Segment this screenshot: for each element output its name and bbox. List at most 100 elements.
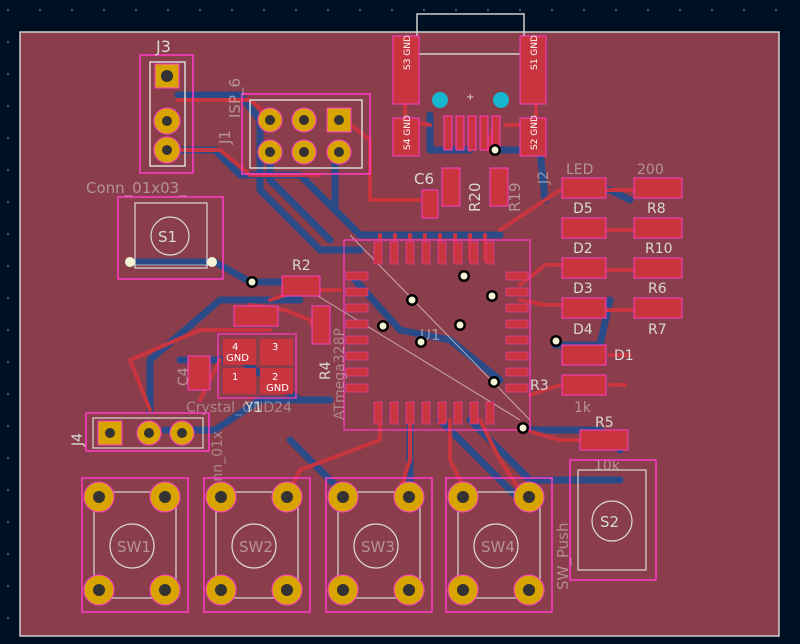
grid-dot — [615, 9, 617, 11]
u1-pad — [437, 401, 447, 425]
grid-dot — [743, 9, 745, 11]
y1-label: Y1 — [244, 400, 262, 416]
s1gnd-label: S1 GND — [530, 35, 540, 70]
switch-sw3[interactable]: SW3 — [325, 477, 433, 613]
u1-pad — [389, 241, 399, 265]
u1-pad — [373, 401, 383, 425]
u1-pad — [345, 351, 369, 361]
u1-pad — [505, 303, 529, 313]
led-resistor-array[interactable] — [561, 177, 683, 451]
u1-pad — [345, 335, 369, 345]
j3-connector[interactable] — [139, 54, 194, 174]
switch-sw2[interactable]: SW2 — [203, 477, 311, 613]
u1-pad — [345, 303, 369, 313]
crystal-label: Crystal_GND24 — [186, 400, 292, 416]
d4-label: D4 — [573, 322, 593, 338]
j4-connector[interactable] — [85, 412, 210, 452]
via — [379, 322, 387, 330]
sw4-label: SW4 — [481, 538, 515, 556]
r10-label: R10 — [645, 241, 673, 257]
grid-dot — [7, 265, 9, 267]
s3gnd-label: S3 GND — [403, 35, 413, 70]
s4gnd-label: S4 GND — [403, 115, 413, 150]
u1-pad — [405, 241, 415, 265]
pad2-label: 2 — [272, 372, 278, 383]
grid-dot — [455, 9, 457, 11]
via — [248, 278, 256, 286]
grid-dot — [7, 9, 9, 11]
r2-r4[interactable] — [233, 275, 331, 345]
s1-button[interactable] — [117, 196, 224, 280]
grid-dot — [7, 617, 9, 619]
grid-dot — [711, 9, 713, 11]
u1-pad — [485, 401, 495, 425]
grid-dot — [7, 585, 9, 587]
r20-label: R20 — [466, 182, 484, 212]
j1-isp-connector[interactable] — [241, 93, 371, 175]
u1-pad — [453, 401, 463, 425]
switch-sw1[interactable]: SW1 — [81, 477, 189, 613]
u1-name: ATmega328P — [332, 328, 348, 420]
r3-label: R3 — [530, 378, 549, 394]
c-left-label: C4 — [176, 367, 192, 386]
u1-mcu[interactable] — [343, 239, 531, 431]
j3-label: J3 — [155, 37, 171, 56]
gnd-pad4: GND — [226, 353, 249, 364]
via — [488, 292, 496, 300]
u1-pad — [505, 287, 529, 297]
j1-side-label: ISP_6 — [226, 78, 245, 118]
grid-dot — [71, 9, 73, 11]
c6-r20-r19-cluster[interactable] — [421, 167, 509, 219]
u1-pad — [345, 319, 369, 329]
via — [491, 146, 499, 154]
grid-dot — [231, 9, 233, 11]
u1-pad — [505, 367, 529, 377]
grid-dot — [7, 137, 9, 139]
grid-dot — [7, 553, 9, 555]
d1-label: D1 — [614, 348, 634, 364]
r200-label: 200 — [637, 162, 664, 178]
s2gnd-label: S2 GND — [530, 115, 540, 150]
grid-dot — [7, 73, 9, 75]
grid-dot — [103, 9, 105, 11]
j2-usb-connector[interactable] — [392, 35, 547, 157]
grid-dot — [775, 9, 777, 11]
u1-pad — [389, 401, 399, 425]
d3-label: D3 — [573, 281, 593, 297]
sw2-label: SW2 — [239, 538, 273, 556]
grid-dot — [7, 201, 9, 203]
usb-plus: + — [466, 92, 474, 103]
u1-pad — [345, 271, 369, 281]
grid-dot — [7, 169, 9, 171]
pad3-label: 3 — [272, 342, 278, 353]
grid-dot — [7, 329, 9, 331]
grid-dot — [7, 361, 9, 363]
grid-dot — [551, 9, 553, 11]
pad1-label: 1 — [232, 372, 238, 383]
r2-label: R2 — [292, 258, 311, 274]
via — [490, 378, 498, 386]
d2-label: D2 — [573, 241, 593, 257]
u1-pad — [421, 241, 431, 265]
y1-crystal[interactable] — [187, 333, 297, 399]
grid-dot — [167, 9, 169, 11]
grid-dot — [263, 9, 265, 11]
vias — [246, 144, 562, 434]
led-label: LED — [566, 162, 593, 178]
u1-pad — [505, 271, 529, 281]
via — [460, 272, 468, 280]
r-1k-label: 1k — [574, 400, 592, 416]
usb-connector-outline — [416, 13, 525, 55]
switch-sw4[interactable]: SW4 — [445, 477, 553, 613]
grid-dot — [7, 41, 9, 43]
grid-dot — [647, 9, 649, 11]
u1-pad — [405, 401, 415, 425]
tactile-switch-row[interactable]: SW1 SW2 SW3 SW4 — [81, 477, 553, 613]
s2-button[interactable] — [569, 459, 657, 581]
grid-dot — [135, 9, 137, 11]
r19-label: R19 — [506, 182, 524, 212]
u1-pad — [421, 401, 431, 425]
u1-pad — [373, 241, 383, 265]
u1-pad — [345, 367, 369, 377]
